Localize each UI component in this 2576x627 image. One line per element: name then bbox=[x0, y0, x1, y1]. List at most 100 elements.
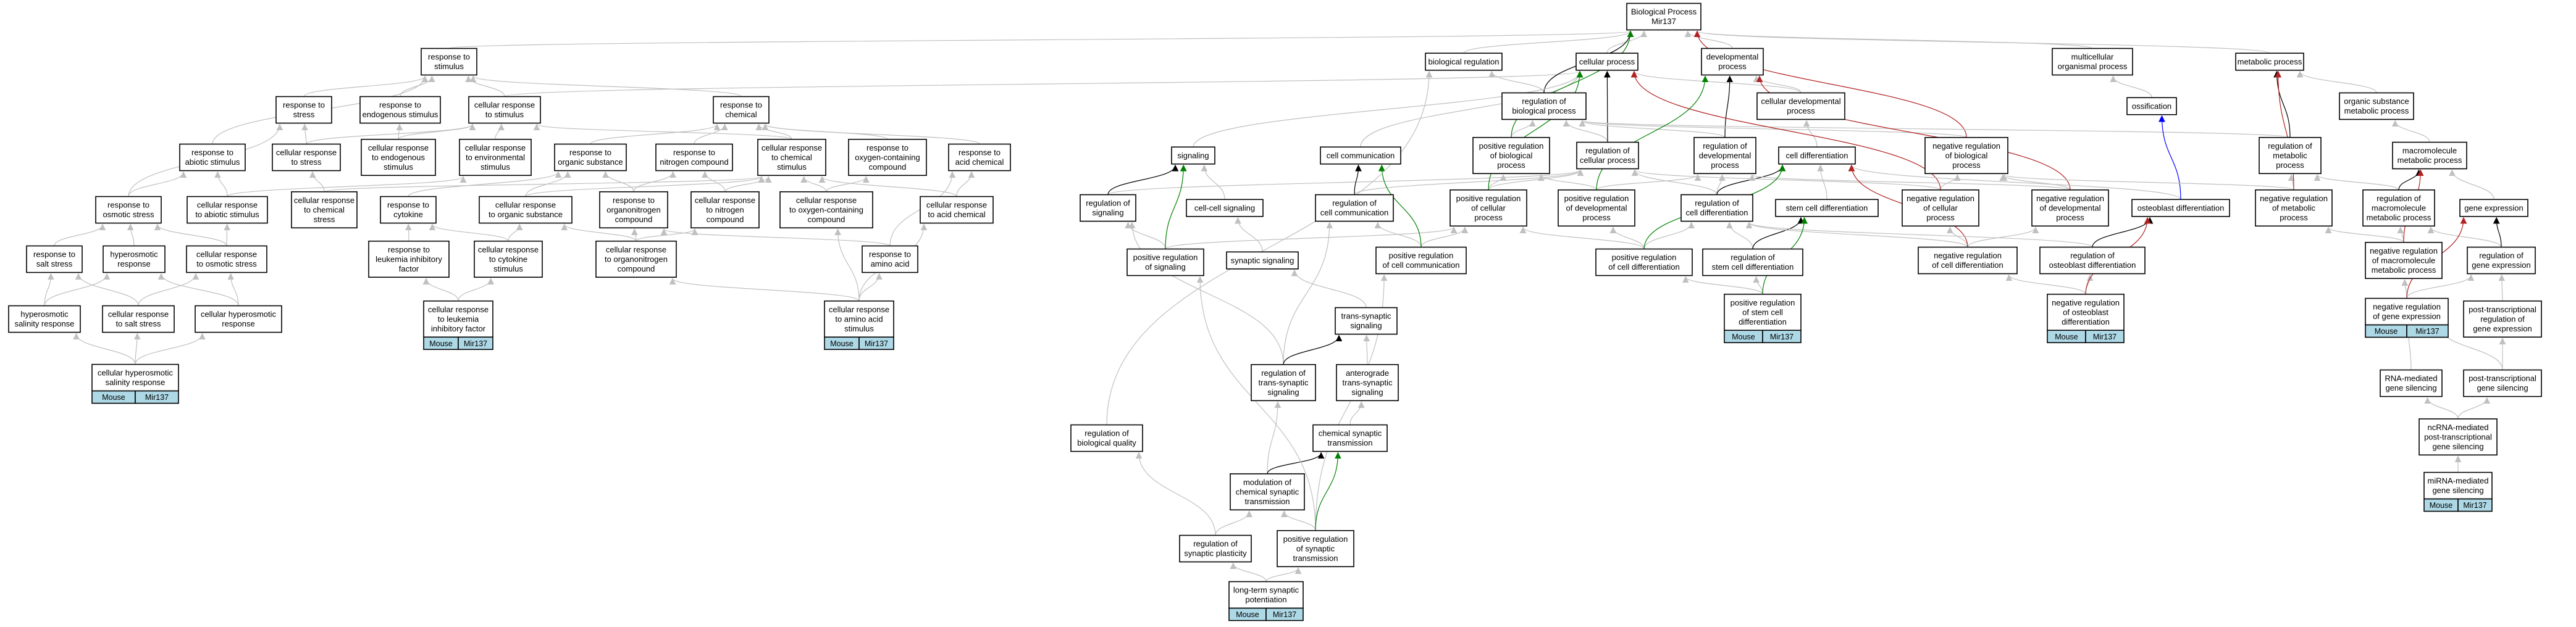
node-label: stem cell differentiation bbox=[1786, 203, 1868, 212]
go-term-node[interactable]: stem cell differentiation bbox=[1775, 199, 1879, 217]
go-term-node[interactable]: cell-cell signaling bbox=[1186, 199, 1264, 217]
go-term-node[interactable]: cell differentiation bbox=[1778, 146, 1856, 165]
go-term-node[interactable]: signaling bbox=[1171, 146, 1215, 165]
go-term-node[interactable]: cell communication bbox=[1320, 146, 1401, 165]
go-term-node[interactable]: synaptic signaling bbox=[1226, 251, 1299, 270]
go-term-node[interactable]: gene expression bbox=[2459, 199, 2528, 217]
edge-is-a bbox=[1694, 30, 2270, 54]
node-box bbox=[1693, 136, 1756, 175]
go-term-node[interactable]: ossification bbox=[2126, 97, 2177, 115]
go-term-node[interactable]: cellular process bbox=[1575, 52, 1638, 71]
edge-is-a bbox=[2457, 397, 2491, 419]
go-term-node[interactable]: metabolic process bbox=[2235, 52, 2304, 71]
node-label: biological regulation bbox=[1429, 57, 1500, 66]
go-term-node[interactable]: biological regulation bbox=[1425, 52, 1503, 71]
go-term-node[interactable]: osteoblast differentiation bbox=[2131, 199, 2230, 217]
